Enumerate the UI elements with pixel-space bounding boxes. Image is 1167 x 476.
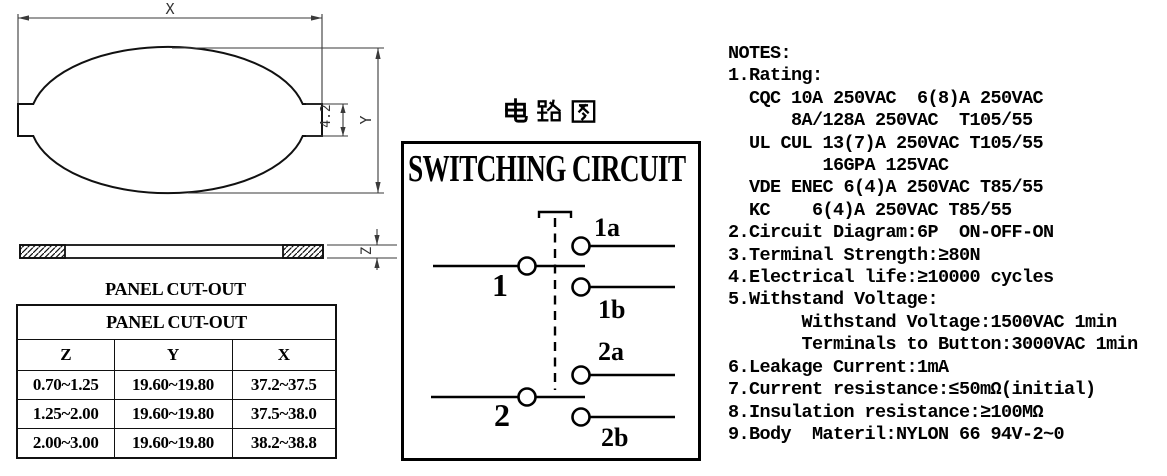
table-row: 1.25~2.00 19.60~19.80 37.5~38.0 [16, 399, 337, 429]
note-line: 1.Rating: [728, 65, 823, 87]
cell-z: 2.00~3.00 [16, 428, 115, 459]
cell-y: 19.60~19.80 [113, 399, 233, 429]
dimension-views: X Y 4.2 Z [17, 0, 397, 270]
circuit-title-chinese [502, 98, 597, 125]
note-line: 2.Circuit Diagram:6P ON-OFF-ON [728, 222, 1054, 244]
note-line: 8.Insulation resistance:≥100MΩ [728, 401, 1044, 423]
note-line: 8A/128A 250VAC T105/55 [728, 110, 1033, 132]
cell-z: 1.25~2.00 [16, 399, 115, 429]
panel-cutout-caption: PANEL CUT-OUT [105, 279, 246, 299]
panel-cross-section [19, 244, 324, 259]
col-header-y: Y [113, 339, 233, 371]
terminal-2b-contact [571, 407, 591, 427]
pole-label-1: 1 [492, 267, 508, 303]
table-header-row: Z Y X [16, 339, 337, 371]
dim-label-z: Z [359, 247, 375, 255]
dimension-z: Z [327, 229, 397, 270]
dim-label-x: X [165, 0, 174, 18]
note-line: 7.Current resistance:≤50mΩ(initial) [728, 379, 1096, 401]
cell-y: 19.60~19.80 [113, 428, 233, 459]
note-line: 4.Electrical life:≥10000 cycles [728, 267, 1054, 289]
note-line: 6.Leakage Current:1mA [728, 356, 949, 378]
terminal-2a-contact [571, 365, 591, 385]
circuit-border [401, 141, 701, 461]
table-row: 0.70~1.25 19.60~19.80 37.2~37.5 [16, 370, 337, 400]
notes-block: NOTES: 1.Rating: CQC 10A 250VAC 6(8)A 25… [728, 43, 1138, 446]
note-line: 9.Body Materil:NYLON 66 94V-2~0 [728, 423, 1065, 445]
table-row: 2.00~3.00 19.60~19.80 38.2~38.8 [16, 428, 337, 459]
note-line: UL CUL 13(7)A 250VAC T105/55 [728, 132, 1044, 154]
dimension-y: Y [172, 47, 384, 194]
col-header-z: Z [16, 339, 115, 371]
pole-label-2: 2 [494, 397, 510, 433]
terminal-label-1a: 1a [594, 213, 620, 242]
cell-z: 0.70~1.25 [16, 370, 115, 400]
cn-char-dian-glyph [505, 98, 528, 123]
top-view-outline [17, 45, 323, 195]
dim-label-y: Y [357, 115, 375, 124]
cell-x: 38.2~38.8 [231, 428, 337, 459]
note-line: 3.Terminal Strength:≥80N [728, 244, 981, 266]
cn-char-tu-glyph [571, 100, 596, 123]
table-title-row: PANEL CUT-OUT [16, 304, 337, 340]
col-header-x: X [231, 339, 337, 371]
dim-label-notch-height: 4.2 [319, 104, 334, 127]
note-line: 5.Withstand Voltage: [728, 289, 939, 311]
cell-x: 37.5~38.0 [231, 399, 337, 429]
actuator-symbol [537, 210, 573, 218]
note-line: KC 6(4)A 250VAC T85/55 [728, 199, 1012, 221]
note-line: CQC 10A 250VAC 6(8)A 250VAC [728, 87, 1044, 109]
terminal-label-1b: 1b [598, 295, 626, 324]
pole2-contact [517, 387, 537, 407]
terminal-1a-contact [571, 236, 591, 256]
switching-circuit-diagram [401, 141, 701, 461]
panel-hatch-left [19, 244, 66, 259]
cn-char-lu-glyph [537, 99, 562, 122]
circuit-title-english: SWITCHING CIRCUIT [408, 148, 686, 190]
terminal-label-2a: 2a [598, 337, 624, 366]
cell-x: 37.2~37.5 [231, 370, 337, 400]
note-line: Terminals to Button:3000VAC 1min [728, 334, 1139, 356]
dimension-notch: 4.2 [306, 103, 348, 137]
cell-y: 19.60~19.80 [113, 370, 233, 400]
note-line: Withstand Voltage:1500VAC 1min [728, 311, 1118, 333]
notes-heading: NOTES: [728, 43, 792, 64]
note-line: 16GPA 125VAC [728, 155, 950, 177]
table-title: PANEL CUT-OUT [16, 304, 337, 340]
terminal-label-2b: 2b [601, 423, 629, 452]
pole1-contact [517, 256, 537, 276]
panel-cutout-table: PANEL CUT-OUT Z Y X 0.70~1.25 19.60~19.8… [16, 304, 337, 459]
dimension-x: X [17, 0, 323, 103]
terminal-1b-contact [571, 277, 591, 297]
note-line: VDE ENEC 6(4)A 250VAC T85/55 [728, 177, 1044, 199]
panel-hatch-right [282, 244, 324, 259]
